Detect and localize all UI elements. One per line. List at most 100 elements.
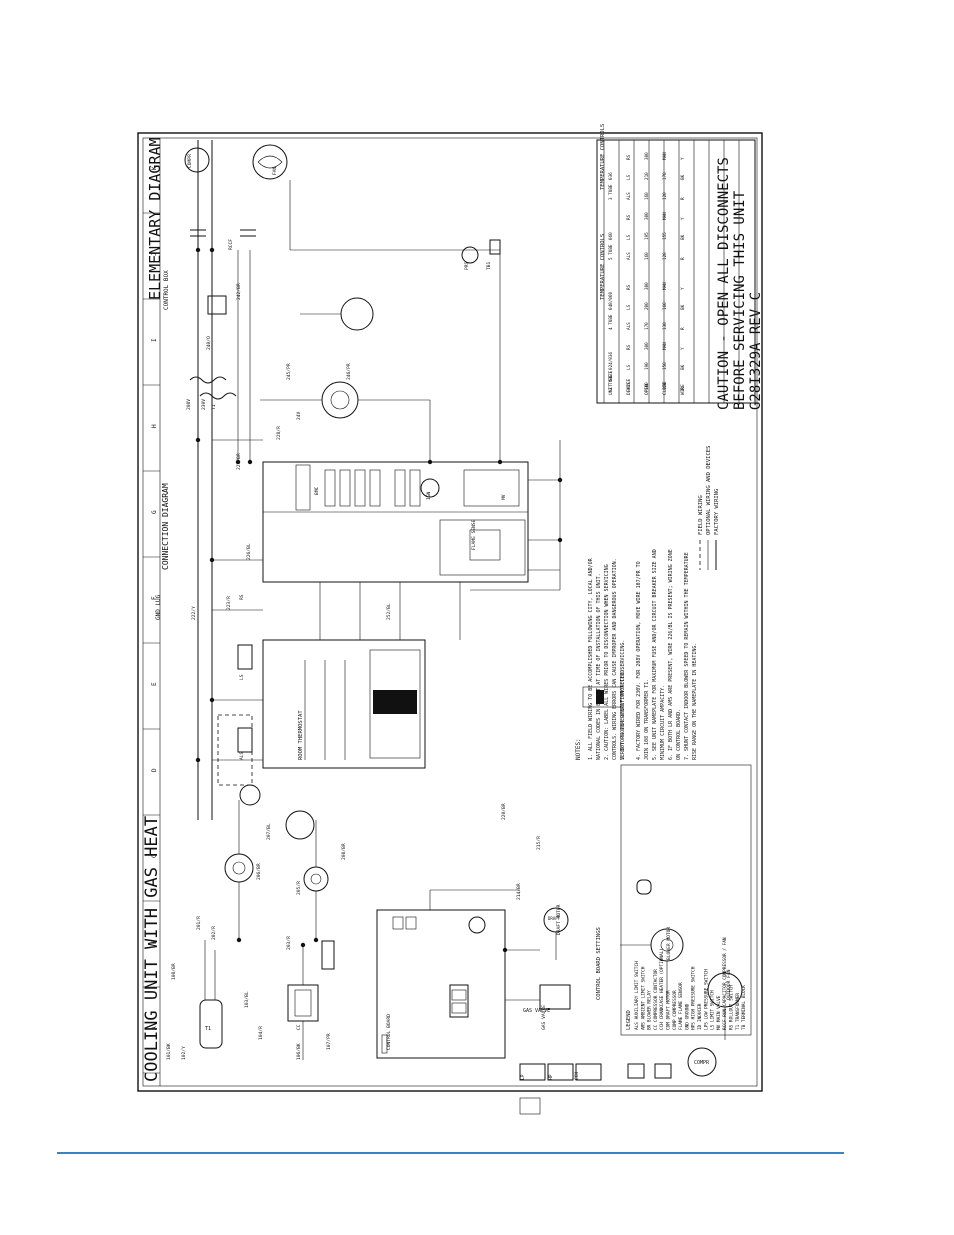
grid-letter: H — [151, 424, 158, 428]
fan-capacitor — [321, 940, 335, 970]
component-label: DRAFT MOTOR — [556, 904, 562, 935]
wire-label: 223/R — [226, 596, 232, 610]
component-label: BLOWER MOTOR — [666, 927, 672, 960]
component-label: FAN — [272, 166, 278, 175]
diagram-title: COOLING UNIT WITH GAS HEAT — [142, 816, 162, 1082]
note-line: NATIONAL CODES IN EFFECT AT TIME OF INST… — [596, 573, 602, 760]
junction-dot — [209, 697, 215, 703]
temp-table-cell: LS — [626, 174, 632, 180]
component-label: RS — [239, 594, 245, 600]
temp-table-cell: RS — [626, 284, 632, 290]
field-wiring-label: FIELD WIRING — [698, 495, 704, 535]
temp-table-header: DEVICE — [626, 378, 632, 395]
temp-table-cell: 4 TUBE — [608, 314, 614, 330]
temp-table-cell: 300 — [644, 282, 650, 290]
wire-label: 214/BR — [516, 883, 522, 900]
temp-table-cell: MAN — [662, 152, 668, 160]
note-line: 7. SHUNT CONTACT INDOOR BLOWER SPEED TO … — [684, 552, 690, 760]
junction-dot — [195, 757, 201, 763]
wire-label: 220/BR — [501, 803, 507, 820]
temp-controls-right-title: TEMPERATURE CONTROLS — [600, 124, 606, 190]
legend-item: BR BLOWER RELAY — [647, 990, 653, 1030]
grid-letter: I — [151, 338, 158, 342]
temp-table-cell: RS — [626, 154, 632, 160]
room-thermostat-label: ROOM THERMOSTAT — [298, 710, 304, 760]
control-board-schematic — [262, 461, 529, 583]
wire-label: 252/BL — [386, 603, 392, 620]
component-label: T1 — [211, 404, 217, 410]
temp-table-cell: 150 — [662, 362, 668, 370]
temp-table-cell: BK — [680, 234, 686, 240]
wire-label: 226/BL — [246, 543, 252, 560]
temp-table-cell: 120 — [662, 192, 668, 200]
junction-dot — [313, 937, 319, 943]
wire-label: 103/BL — [244, 991, 250, 1008]
wire-label: 242/BR — [236, 283, 242, 300]
wire-label: 227/BR — [236, 453, 242, 470]
component-label: BMC — [314, 486, 320, 495]
grid-letter: A — [151, 1026, 158, 1030]
temp-table-header: OPEN — [644, 384, 650, 395]
temp-table-header: WIRE — [680, 384, 686, 395]
temp-table-cell: 200 — [644, 302, 650, 310]
junction-dot — [195, 437, 201, 443]
junction-dot — [497, 459, 503, 465]
temp-table-cell: 170 — [662, 172, 668, 180]
junction-dot — [247, 459, 253, 465]
wire-label: 101/BK — [166, 1043, 172, 1060]
junction-dot — [557, 477, 563, 483]
temp-table-cell: 170 — [644, 322, 650, 330]
flame-sense — [468, 916, 486, 934]
note-line: 4. FACTORY WIRED FOR 230V. FOR 208V OPER… — [636, 561, 642, 760]
connection-dots — [195, 247, 563, 953]
temp-table-cell: 300 — [644, 212, 650, 220]
temp-controls-table-frame — [596, 139, 756, 404]
temp-table-cell: 160 — [644, 192, 650, 200]
temp-table-cell: 210 — [644, 172, 650, 180]
legend-item: AMS AMBIENT LIMIT SWITCH — [640, 966, 646, 1030]
component-label: OUTDOOR FAN — [726, 969, 732, 1000]
component-label: TB1 — [486, 261, 492, 270]
component-label: LP — [520, 1074, 526, 1080]
note-line: CONTROLS. WIRING ERRORS CAN CAUSE IMPROP… — [612, 558, 618, 760]
wire-label: 222/Y — [191, 606, 197, 620]
temp-table-cell: 300 — [644, 152, 650, 160]
power-block — [207, 295, 227, 315]
component-label: COMPR — [187, 154, 193, 168]
part-number: G28I329A REV C — [748, 292, 764, 410]
temp-table-cell: RS — [626, 214, 632, 220]
wire-label: 108/BR — [171, 963, 177, 980]
temp-table-cell: BK — [680, 304, 686, 310]
temp-table-cell: Y — [680, 287, 686, 290]
factory-wiring-label: FACTORY WIRING — [714, 489, 720, 535]
grid-letter: J — [151, 252, 158, 256]
wire-label: 206/BR — [256, 863, 262, 880]
temp-table-cell: 120 — [662, 382, 668, 390]
temp-table-cell: 130 — [662, 322, 668, 330]
grid-letter: D — [151, 768, 158, 772]
grid-letter: K — [151, 166, 158, 170]
wire-label: 107/PR — [326, 1033, 332, 1050]
temp-table-cell: 300 — [644, 342, 650, 350]
temp-table-cell: 5 TUBE — [608, 244, 614, 260]
temp-table-cell: 024/036 — [608, 351, 614, 370]
temp-table-cell: R — [680, 257, 686, 260]
component-label: GAS VALVE — [541, 1005, 547, 1030]
temp-table-cell: 160 — [644, 252, 650, 260]
component-label: ALS — [239, 751, 245, 760]
ignitor-symbol — [420, 478, 440, 498]
note-line: 3. MOTORS INHERENTLY PROTECTED. — [620, 667, 626, 760]
temp-table-cell: 160 — [662, 302, 668, 310]
compressor — [687, 1047, 717, 1077]
notes-block: NOTES:1. ALL FIELD WIRING TO BE ACCOMPLI… — [575, 549, 698, 760]
temp-table-cell: 195 — [644, 232, 650, 240]
note-line: MINIMUM CIRCUIT AMPACITY. — [660, 685, 666, 760]
optional-wiring-label: OPTIONAL WIRING AND DEVICES — [706, 446, 712, 535]
control-box-label: CONTROL BOX — [163, 270, 170, 310]
connection-diagram-label: CONNECTION DIAGRAM — [161, 483, 170, 570]
legend-item: ALS AUXILIARY LIMIT SWITCH — [634, 961, 640, 1030]
junction-dot — [209, 247, 215, 253]
